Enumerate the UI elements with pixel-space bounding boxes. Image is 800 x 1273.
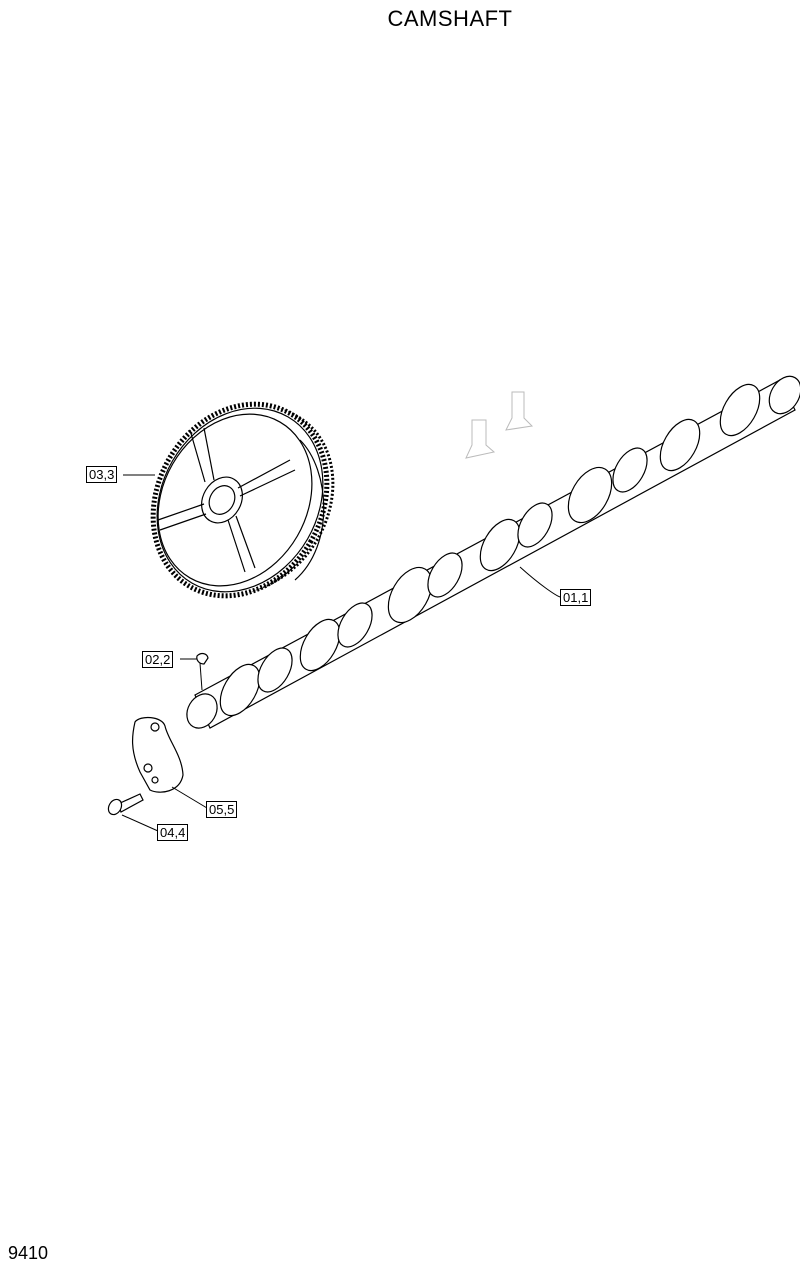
callout-thrust-plate: 05,5 xyxy=(206,801,238,818)
callout-bolt: 04,4 xyxy=(157,824,189,841)
camshaft xyxy=(186,375,800,729)
leader-lines xyxy=(121,474,561,832)
page-title: CAMSHAFT xyxy=(387,6,513,31)
camshaft-gear xyxy=(150,401,335,599)
thrust-plate xyxy=(132,716,184,793)
woodruff-key xyxy=(196,652,209,665)
page-number: 9410 xyxy=(8,1243,49,1263)
callout-gear: 03,3 xyxy=(86,466,118,483)
ghost-tappets xyxy=(465,391,534,459)
callout-key: 02,2 xyxy=(142,651,174,668)
bolt xyxy=(107,793,144,816)
callout-camshaft: 01,1 xyxy=(560,589,592,606)
